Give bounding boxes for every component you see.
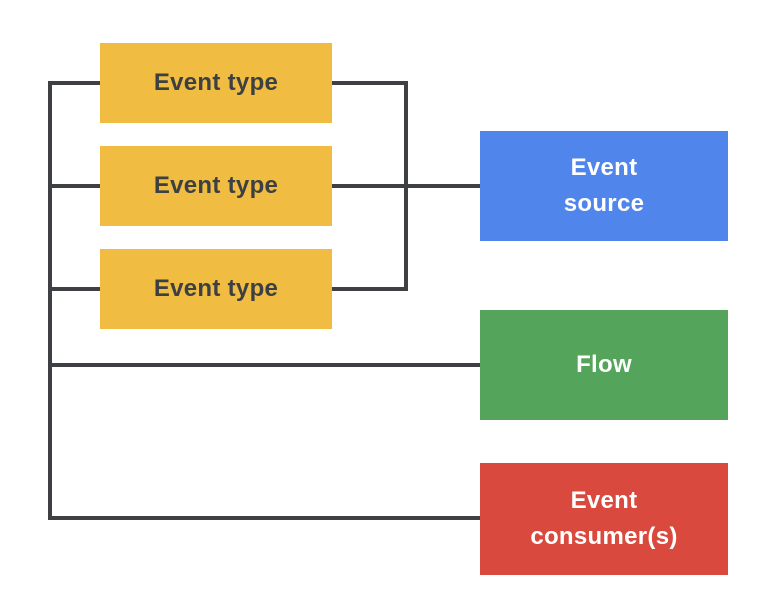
node-label: consumer(s) xyxy=(530,523,678,550)
node-flow: Flow xyxy=(480,310,728,420)
node-event-consumers: Event consumer(s) xyxy=(480,463,728,575)
node-event-source: Event source xyxy=(480,131,728,241)
connector-event-type-3-right xyxy=(332,287,404,291)
node-label: Event xyxy=(570,154,638,181)
connector-event-type-2-left xyxy=(48,184,100,188)
connector-event-type-1-left xyxy=(48,81,100,85)
connector-to-flow xyxy=(48,363,480,367)
node-event-type-2: Event type xyxy=(100,146,332,226)
connector-to-event-consumers xyxy=(48,516,480,520)
node-label: Event type xyxy=(153,275,279,302)
connector-left-trunk xyxy=(48,81,52,520)
node-label: source xyxy=(563,190,645,217)
node-label: Event type xyxy=(153,172,279,199)
connector-to-event-source xyxy=(332,184,480,188)
node-label: Flow xyxy=(576,351,632,378)
node-event-type-1: Event type xyxy=(100,43,332,123)
connector-event-type-1-right xyxy=(332,81,404,85)
node-event-type-3: Event type xyxy=(100,249,332,329)
node-label: Event type xyxy=(153,69,279,96)
node-label: Event xyxy=(570,487,638,514)
connector-event-type-3-left xyxy=(48,287,100,291)
